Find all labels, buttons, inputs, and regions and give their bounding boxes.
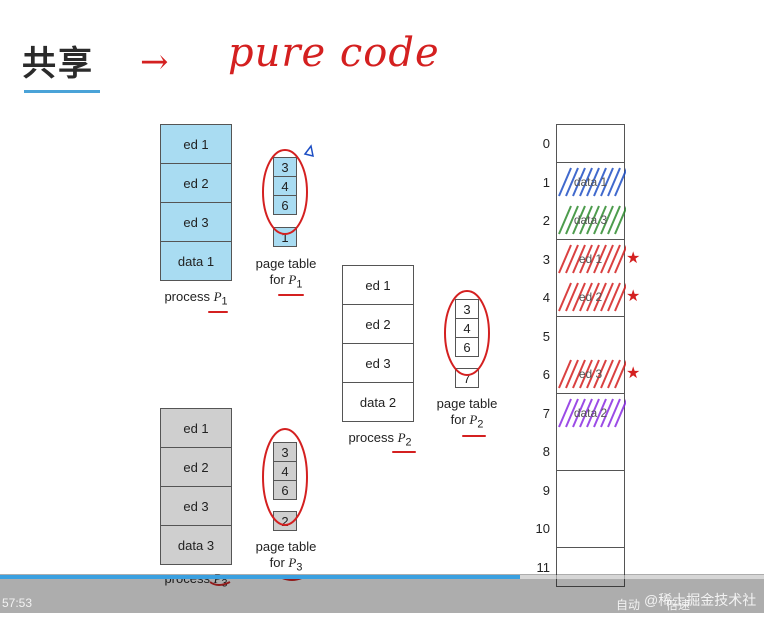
frame-number: 6 (542, 367, 550, 382)
memory-frame (556, 124, 625, 163)
underline-annotation (278, 294, 304, 296)
frame-label: ed 1 (578, 252, 603, 266)
caption-sub: 3 (296, 561, 303, 574)
page-table-entry: 6 (273, 195, 297, 215)
frame-number: 11 (536, 560, 551, 575)
caption-var: P (397, 430, 406, 445)
caption-var: P (469, 412, 478, 427)
playback-time: 57:53 (2, 596, 33, 610)
process-1-caption: process P1 (150, 289, 242, 310)
scribble-mark (558, 398, 626, 428)
caption-sub: 2 (405, 436, 412, 449)
caption-var: P (213, 289, 222, 304)
video-player-bar (0, 574, 764, 613)
caption-text: page table (255, 539, 317, 554)
caption-text: for (269, 272, 289, 287)
watermark: @稀土掘金技术社区 (644, 592, 757, 628)
segment-cell: ed 1 (160, 124, 232, 164)
memory-frame (556, 548, 625, 587)
segment-cell: ed 3 (160, 202, 232, 242)
scribble-mark (558, 282, 626, 312)
star-annotation: ★ (626, 250, 641, 267)
caption-sub: 1 (221, 295, 228, 308)
segment-cell: data 3 (160, 525, 232, 565)
scribble-mark (558, 167, 626, 197)
page-table-entry: 4 (273, 461, 297, 481)
checkmark-annotation (303, 144, 314, 158)
segment-cell: ed 3 (342, 343, 414, 383)
caption-text: for (269, 555, 289, 570)
frame-number: 8 (542, 444, 550, 459)
frame-label: ed 3 (578, 367, 603, 381)
frame-label: data 2 (573, 406, 608, 420)
caption-text: process (164, 289, 214, 304)
underline-annotation (462, 435, 486, 437)
circle-annotation (262, 149, 308, 235)
frame-number: 3 (542, 252, 550, 267)
caption-text: for (450, 412, 470, 427)
page-table-entry: 2 (273, 511, 297, 531)
caption-text: page table (436, 396, 498, 411)
memory-frame: ed 3 (556, 355, 626, 394)
segment-cell: ed 2 (342, 304, 414, 344)
pure-code-annotation: pure code (228, 30, 440, 76)
underline-annotation (392, 451, 416, 453)
underline-annotation (208, 311, 228, 313)
page-table-3-caption: page table for P3 (248, 539, 324, 576)
slide-title: 共享 (22, 44, 94, 84)
memory-frame (556, 509, 625, 548)
segment-cell: ed 2 (160, 163, 232, 203)
frame-number: 10 (535, 521, 550, 536)
caption-var: P (288, 272, 297, 287)
caption-sub: 1 (296, 278, 303, 291)
page-table-entry: 3 (273, 157, 297, 177)
page-table-1-caption: page table for P1 (248, 256, 324, 293)
caption-text: process (348, 430, 398, 445)
circle-annotation (262, 428, 308, 526)
title-underline (24, 90, 100, 93)
frame-label: ed 2 (578, 290, 603, 304)
frame-number: 4 (542, 290, 550, 305)
frame-number: 1 (542, 175, 550, 190)
memory-frame: ed 1 (556, 240, 626, 279)
progress-fill (0, 575, 520, 579)
frame-label: data 3 (573, 213, 608, 227)
page-table-entry: 6 (273, 480, 297, 500)
caption-sub: 2 (477, 418, 484, 431)
page-table-entry: 6 (455, 337, 479, 357)
scribble-mark (558, 244, 626, 274)
memory-frame (556, 432, 625, 471)
memory-frame: data 1 (556, 163, 626, 202)
memory-frame: data 3 (556, 201, 626, 240)
frame-number: 2 (542, 213, 550, 228)
segment-cell: data 1 (160, 241, 232, 281)
page-table-2-caption: page table for P2 (428, 396, 506, 433)
star-annotation: ★ (626, 288, 641, 305)
memory-frame: ed 2 (556, 278, 626, 317)
process-2-caption: process P2 (334, 430, 426, 451)
caption-text: page table (255, 256, 317, 271)
underline-annotation (209, 581, 231, 586)
frame-number: 5 (542, 329, 550, 344)
star-annotation: ★ (626, 365, 641, 382)
circle-annotation (444, 290, 490, 376)
frame-label: data 1 (573, 175, 608, 189)
frame-number: 0 (542, 136, 550, 151)
speed-button[interactable]: 倍速 (666, 598, 691, 612)
caption-var: P (288, 555, 297, 570)
segment-cell: data 2 (342, 382, 414, 422)
annotation-overlay (209, 144, 490, 586)
segment-cell: ed 1 (160, 408, 232, 448)
auto-button[interactable]: 自动 (616, 598, 641, 612)
segment-cell: ed 2 (160, 447, 232, 487)
scribble-mark (558, 359, 626, 389)
scribble-mark (558, 205, 626, 235)
segment-cell: ed 3 (160, 486, 232, 526)
frame-number: 9 (542, 483, 550, 498)
frame-number: 7 (542, 406, 550, 421)
memory-frame: data 2 (556, 394, 626, 433)
arrow-annotation: → (140, 42, 169, 82)
